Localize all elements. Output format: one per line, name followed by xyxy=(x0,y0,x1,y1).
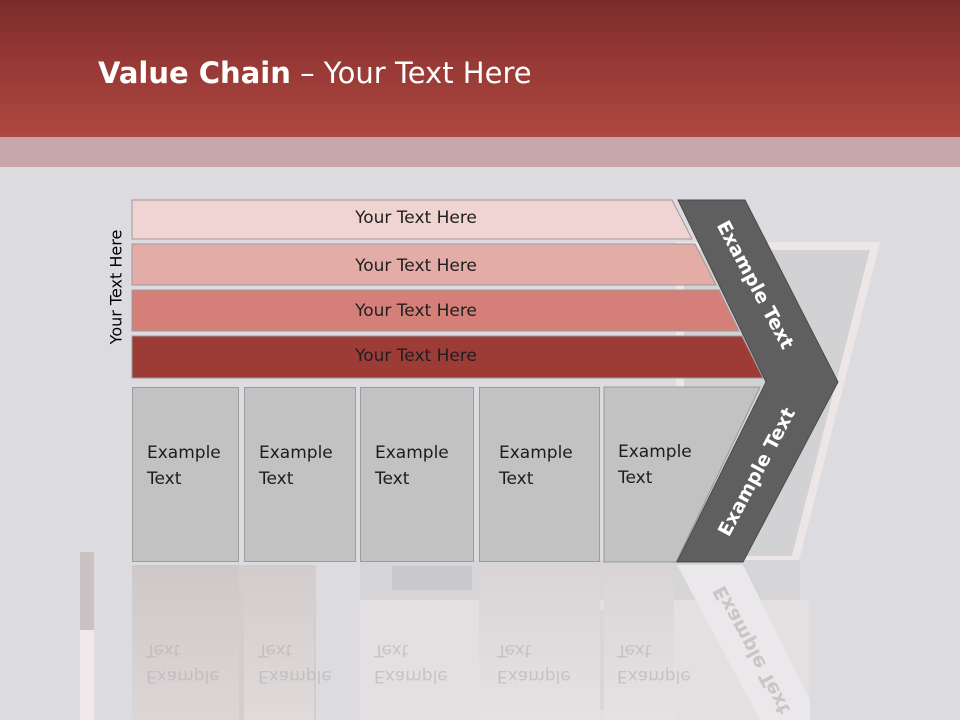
box-4-reflection-text: Example Text xyxy=(497,637,571,689)
box-5-reflection-text: Example Text xyxy=(617,637,691,689)
box-4-reflect-line-2: Text xyxy=(497,640,532,660)
box-5-line-1: Example xyxy=(618,442,692,462)
slide-title-rest: – Your Text Here xyxy=(290,56,532,90)
box-2-line-2: Text xyxy=(259,469,294,489)
row-bar-3[interactable] xyxy=(131,289,740,332)
box-5-line-2: Text xyxy=(618,468,653,488)
box-2-line-1: Example xyxy=(259,443,333,463)
row-bar-1[interactable] xyxy=(131,199,693,240)
title-bar xyxy=(0,0,960,137)
slide-title[interactable]: Value Chain – Your Text Here xyxy=(98,56,532,90)
box-2-reflect-line-2: Text xyxy=(258,640,293,660)
box-3-reflection-text: Example Text xyxy=(374,637,448,689)
box-1-reflection xyxy=(132,565,239,720)
box-2-reflection xyxy=(244,565,314,720)
box-3-reflect-line-1: Example xyxy=(374,666,448,686)
margin-chevron[interactable] xyxy=(676,199,839,563)
box-3-reflect-line-2: Text xyxy=(374,640,409,660)
box-3-line-1: Example xyxy=(375,443,449,463)
box-1-reflect-line-2: Text xyxy=(146,640,181,660)
support-box-5-shape[interactable] xyxy=(603,386,761,563)
box-5-reflect-line-2: Text xyxy=(617,640,652,660)
row-label-3: Your Text Here xyxy=(355,301,477,321)
box-4-reflect-line-1: Example xyxy=(497,666,571,686)
box-4-line-1: Example xyxy=(499,443,573,463)
slide-title-bold: Value Chain xyxy=(98,56,291,90)
box-3-line-2: Text xyxy=(375,469,410,489)
row-label-1: Your Text Here xyxy=(355,208,477,228)
row-bar-2[interactable] xyxy=(131,243,717,286)
box-5-reflect-line-1: Example xyxy=(617,666,691,686)
box-4-reflection xyxy=(479,565,600,720)
row-label-4: Your Text Here xyxy=(355,346,477,366)
box-1-line-1: Example xyxy=(147,443,221,463)
box-5-reflection xyxy=(604,565,674,720)
box-1-reflection-text: Example Text xyxy=(146,637,220,689)
row-bar-4[interactable] xyxy=(131,335,764,379)
box-1-reflect-line-1: Example xyxy=(146,666,220,686)
box-1-line-2: Text xyxy=(147,469,182,489)
box-2-reflect-line-1: Example xyxy=(258,666,332,686)
row-label-2: Your Text Here xyxy=(355,256,477,276)
box-2-reflection-text: Example Text xyxy=(258,637,332,689)
title-bar-stripe xyxy=(0,137,960,167)
box-4-line-2: Text xyxy=(499,469,534,489)
chevron-reflection xyxy=(677,565,810,720)
